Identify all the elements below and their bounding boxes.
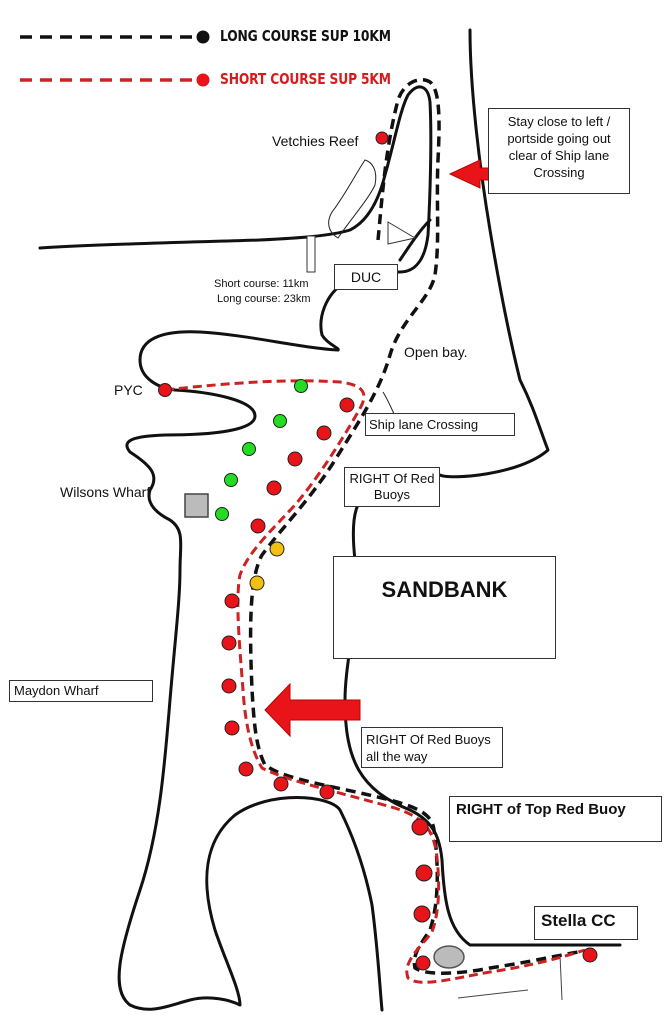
red-arrow-left-icon: [264, 682, 361, 738]
yellow-buoy: [269, 541, 285, 557]
label-wilsons-wharf: Wilsons Wharf: [60, 484, 151, 500]
red-buoy: [339, 397, 355, 413]
label-long-course-dist: Long course: 23km: [217, 293, 311, 305]
long-course-route: [248, 78, 579, 975]
callout-right-all-the-way: RIGHT Of Red Buoys all the way: [361, 727, 503, 768]
callout-right-top-buoy: RIGHT of Top Red Buoy: [449, 796, 662, 842]
callout-right-of-red-buoys: RIGHT Of Red Buoys: [344, 467, 440, 507]
red-buoy: [273, 776, 289, 792]
callout-stella-cc: Stella CC: [534, 906, 638, 940]
red-buoy: [221, 635, 237, 651]
red-buoy: [221, 678, 237, 694]
red-buoy: [224, 593, 240, 609]
red-buoy: [415, 864, 433, 882]
callout-ship-lane: Ship lane Crossing: [365, 413, 515, 436]
jetty-line-2: [559, 954, 563, 1001]
red-buoy: [316, 425, 332, 441]
callout-maydon-wharf: Maydon Wharf: [9, 680, 153, 702]
red-buoy: [238, 761, 254, 777]
red-buoy: [250, 518, 266, 534]
legend-graphics: [20, 30, 210, 87]
stella-rock: [433, 945, 465, 969]
green-buoy: [215, 507, 229, 521]
green-buoy: [273, 414, 287, 428]
callout-portside: Stay close to left / portside going out …: [488, 108, 630, 194]
red-buoy: [266, 480, 282, 496]
buoys: [158, 131, 598, 971]
legend-long-dot: [196, 30, 210, 44]
red-buoy: [411, 818, 429, 836]
legend-short-course: SHORT COURSE SUP 5KM: [220, 70, 391, 88]
red-buoy: [158, 383, 172, 397]
label-open-bay: Open bay.: [404, 344, 468, 360]
green-buoy: [224, 473, 238, 487]
green-buoy: [294, 379, 308, 393]
red-buoy: [319, 784, 335, 800]
red-buoy: [415, 955, 431, 971]
label-short-course-dist: Short course: 11km: [214, 278, 309, 290]
reef-outline: [328, 159, 377, 239]
yellow-buoy: [249, 575, 265, 591]
jetty-line-1: [457, 989, 529, 999]
short-course-route: [164, 379, 586, 984]
legend-long-course: LONG COURSE SUP 10KM: [220, 27, 391, 45]
label-vetchies-reef: Vetchies Reef: [272, 133, 359, 149]
label-duc: DUC: [334, 264, 398, 290]
red-buoy: [582, 947, 598, 963]
wilsons-wharf-marker: [184, 493, 209, 518]
flag-marker: [387, 221, 417, 245]
pier-marker: [306, 235, 316, 273]
legend-short-dot: [196, 73, 210, 87]
green-buoy: [242, 442, 256, 456]
coastline-west-peninsula: [117, 330, 384, 1012]
red-buoy: [375, 131, 389, 145]
red-buoy: [413, 905, 431, 923]
red-buoy: [287, 451, 303, 467]
label-pyc: PYC: [114, 382, 143, 398]
coastline-north-jetty: [38, 85, 433, 352]
red-buoy: [224, 720, 240, 736]
callout-sandbank: SANDBANK: [333, 556, 556, 659]
